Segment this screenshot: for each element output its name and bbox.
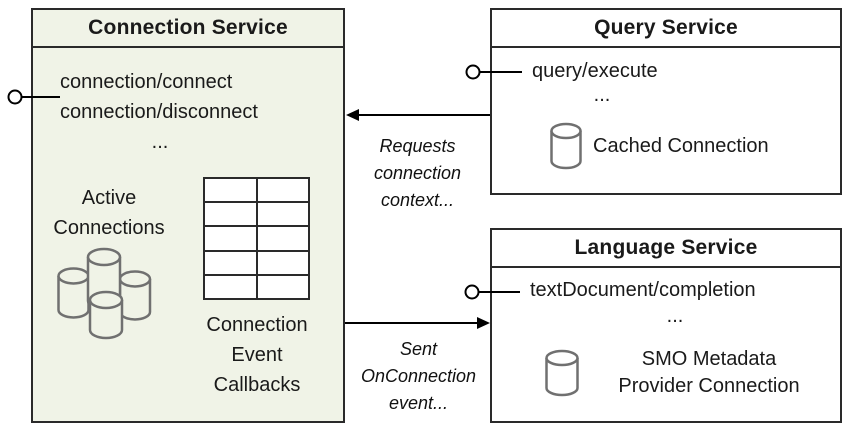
table-cell	[257, 275, 308, 298]
table-cell	[205, 227, 256, 250]
query-service-box: Query Service query/execute ... Cached C…	[490, 8, 842, 195]
requests-context-arrow	[346, 109, 490, 121]
query-service-title: Query Service	[492, 10, 840, 48]
table-cell	[257, 227, 308, 250]
connection-service-methods: connection/connect connection/disconnect…	[60, 67, 260, 157]
table-cell	[257, 251, 308, 274]
table-cell	[205, 275, 256, 298]
database-cluster-icon	[57, 247, 152, 340]
active-connections-label: Active Connections	[53, 187, 165, 239]
connection-event-callbacks-label: Connection Event Callbacks	[206, 314, 308, 396]
table-cell	[205, 251, 256, 274]
connection-service-box: Connection Service connection/connect co…	[31, 8, 345, 423]
connection-service-title: Connection Service	[33, 10, 343, 48]
grid-table-icon	[203, 177, 310, 300]
smo-metadata-connection-label: SMO Metadata Provider Connection	[618, 348, 800, 397]
database-icon	[545, 349, 579, 397]
table-cell	[205, 203, 256, 226]
cached-connection-row: Cached Connection	[550, 122, 769, 170]
methods-ellipsis: ...	[151, 131, 169, 153]
method-connection-connect: connection/connect	[60, 71, 233, 93]
methods-ellipsis: ...	[593, 84, 611, 106]
table-cell	[205, 179, 256, 202]
smo-metadata-connection-row: SMO Metadata Provider Connection	[545, 346, 830, 400]
method-query-execute: query/execute	[532, 60, 658, 82]
methods-ellipsis: ...	[666, 305, 684, 327]
language-service-title: Language Service	[492, 230, 840, 268]
sent-event-arrow	[345, 317, 490, 329]
cached-connection-label: Cached Connection	[593, 134, 769, 157]
language-service-box: Language Service textDocument/completion…	[490, 228, 842, 423]
sent-onconnection-event-label: Sent OnConnection event...	[360, 339, 477, 413]
table-cell	[257, 203, 308, 226]
method-connection-disconnect: connection/disconnect	[60, 101, 258, 123]
database-icon	[550, 122, 582, 170]
method-textdocument-completion: textDocument/completion	[530, 279, 756, 301]
requests-connection-context-label: Requests connection context...	[373, 136, 462, 210]
table-cell	[257, 179, 308, 202]
